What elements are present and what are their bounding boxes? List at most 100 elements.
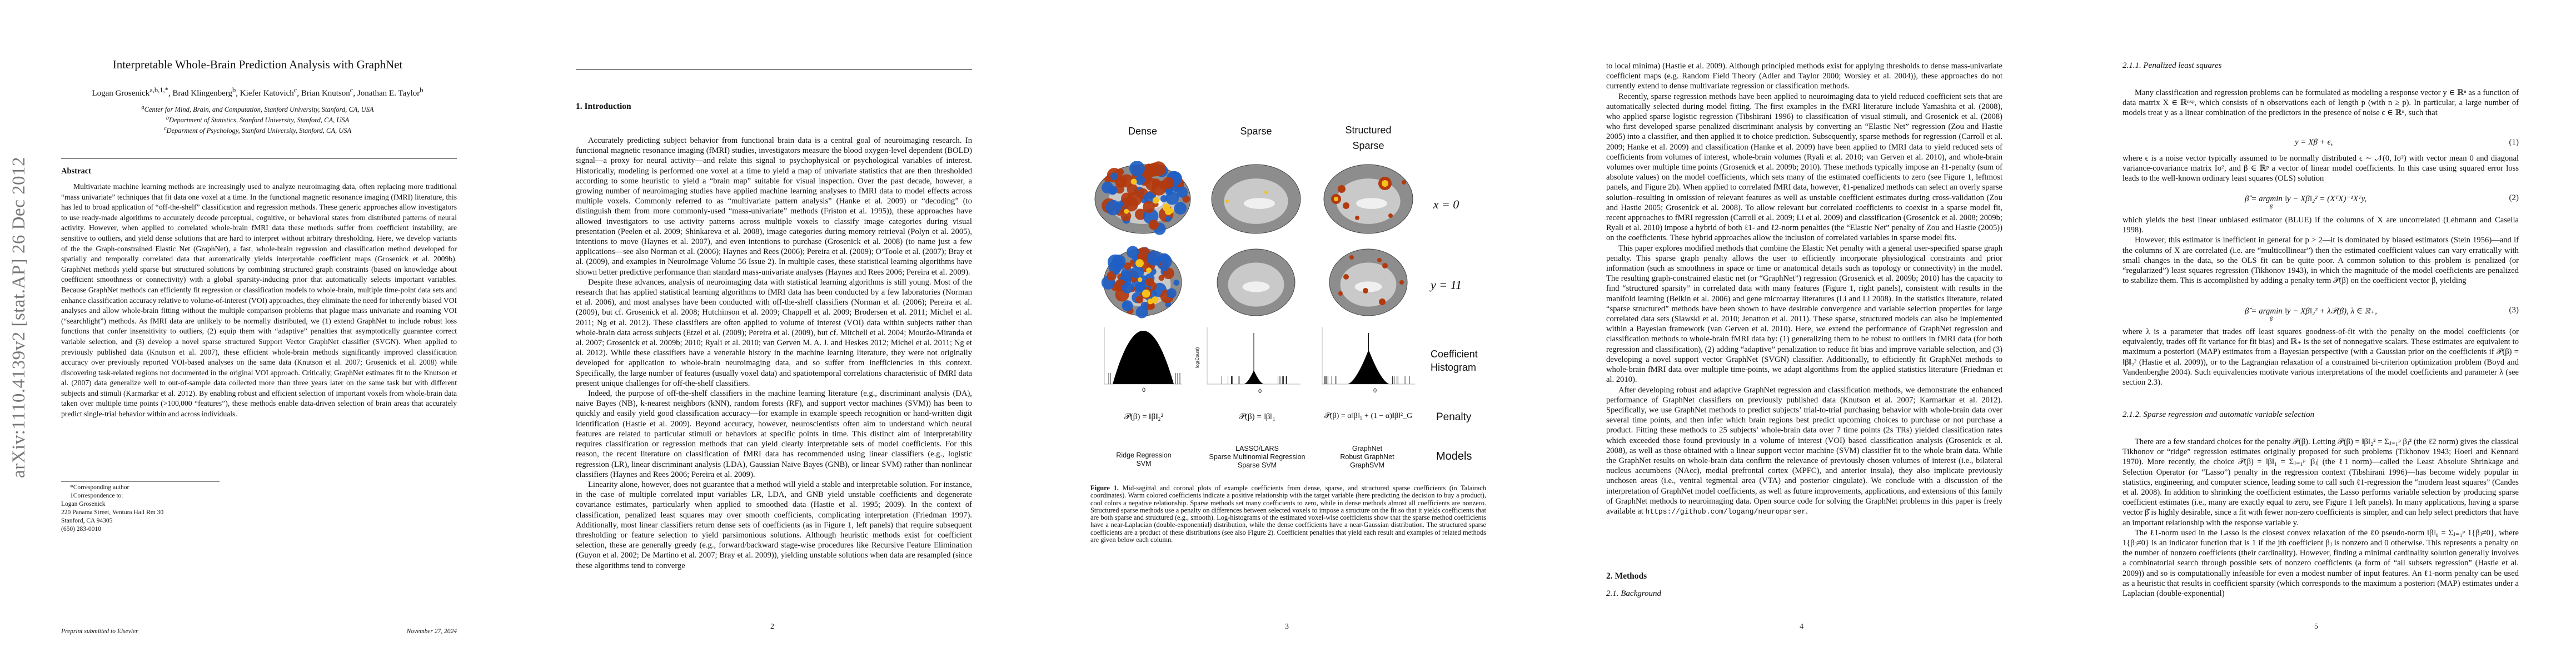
coefficient-blob-hot xyxy=(1334,197,1338,201)
brain-slice-dense xyxy=(1094,161,1191,235)
body-text: Accurately predicting subject behavior f… xyxy=(576,136,972,571)
coefficient-blob xyxy=(1377,258,1382,262)
coefficient-blob xyxy=(1113,267,1120,275)
coefficient-blob xyxy=(1120,174,1134,188)
paragraph: to local minima) (Hastie et al. 2009). A… xyxy=(1606,62,2002,91)
coefficient-blob xyxy=(1124,262,1132,270)
brain-slice-dense xyxy=(1101,246,1182,318)
coefficient-blob xyxy=(1110,172,1118,181)
coefficient-histograms xyxy=(1104,327,1415,385)
ventricle xyxy=(1354,281,1382,292)
footnote: 220 Panama Street, Ventura Hall Rm 30 xyxy=(61,509,164,516)
paragraph: After developing robust and adaptive Gra… xyxy=(1606,385,2002,516)
paragraph: Linearity alone, however, does not guara… xyxy=(576,480,972,570)
coefficient-blob xyxy=(1123,196,1139,212)
coefficient-blob xyxy=(1338,291,1343,296)
coefficient-blob-hot xyxy=(1135,259,1144,268)
coefficient-blob xyxy=(1143,201,1155,213)
histogram-tick-zero: 0 xyxy=(1142,387,1146,394)
coefficient-blob xyxy=(1121,271,1133,282)
body-text: to local minima) (Hastie et al. 2009). A… xyxy=(1606,61,2002,517)
histogram-dense xyxy=(1104,327,1182,385)
author: Kiefer Katovichc xyxy=(240,86,297,98)
footnote: Logan Grosenick xyxy=(61,501,106,507)
column-header-dense: Dense xyxy=(1128,126,1158,137)
footnote: *Corresponding author xyxy=(70,484,129,491)
ventricle xyxy=(1244,198,1275,209)
brain-slice-struct xyxy=(1329,248,1408,316)
affiliation: bDepartment of Statistics, Stanford Univ… xyxy=(166,115,350,125)
section-heading-introduction: 1. Introduction xyxy=(576,102,631,111)
author: Jonathan E. Taylorb xyxy=(357,86,423,98)
penalty-ridge: 𝒫(β) = ‖β‖₂² xyxy=(1124,412,1164,421)
equation-2: β̂ = argmin ‖y − Xβ‖₂² = (XᵀX)⁻¹Xᵀy, β (… xyxy=(2245,193,2519,210)
coefficient-blob xyxy=(1120,211,1132,222)
row-label-penalty: Penalty xyxy=(1436,411,1472,423)
caption-label: Figure 1. xyxy=(1090,484,1119,492)
paragraph: This paper explores modified methods tha… xyxy=(1606,243,2002,385)
coefficient-blob xyxy=(1135,282,1146,293)
coefficient-blob xyxy=(1122,282,1133,293)
paragraph: Accurately predicting subject behavior f… xyxy=(576,136,972,277)
histogram-bars xyxy=(1113,331,1174,384)
subsection-heading-background: 2.1. Background xyxy=(1606,589,1662,598)
coefficient-blob xyxy=(1399,280,1404,285)
row-label-x0: x = 0 xyxy=(1433,197,1459,211)
column-header-structured-sparse: Structured Sparse xyxy=(1345,125,1392,151)
coefficient-blob xyxy=(1165,191,1179,205)
caption-text: Mid-sagittal and coronal plots of exampl… xyxy=(1090,484,1486,544)
footnote: 1Correspondence to: xyxy=(70,492,123,499)
coefficient-blob xyxy=(1135,175,1145,185)
coefficient-blob xyxy=(1148,220,1159,230)
coefficient-blob xyxy=(1144,192,1155,204)
author-list: Logan Grosenicka,b,1,*, Brad Klingenberg… xyxy=(92,86,423,98)
coefficient-blob-hot xyxy=(1146,267,1152,273)
coefficient-blob xyxy=(1176,186,1188,198)
brain-slice-struct xyxy=(1323,164,1413,234)
page-5: 2.1.1. Penalized least squares Many clas… xyxy=(2059,0,2574,667)
page-number: 2 xyxy=(770,623,774,631)
page-3: Dense Sparse Structured Sparse x = 0 y =… xyxy=(1029,0,1544,667)
paragraph: There are a few standard choices for the… xyxy=(2122,437,2519,599)
coefficient-blob-hot xyxy=(1164,207,1173,215)
coefficient-blob xyxy=(1338,185,1346,193)
footnote: (650) 283-0010 xyxy=(61,526,101,532)
coefficient-blob xyxy=(1158,275,1164,281)
coefficient-blob-hot xyxy=(1264,191,1268,194)
subsection-heading-penalized-least-squares: 2.1.1. Penalized least squares xyxy=(2122,61,2222,70)
coefficient-blob-hot xyxy=(1382,180,1388,187)
footnotes: *Corresponding author 1Correspondence to… xyxy=(61,484,163,534)
footnote-rule xyxy=(61,481,220,482)
abstract-text: Multivariate machine learning methods ar… xyxy=(61,182,457,419)
coefficient-blob xyxy=(1127,246,1139,258)
arxiv-stamp: arXiv:1110.4139v2 [stat.AP] 26 Dec 2012 xyxy=(9,157,29,478)
coefficient-blob xyxy=(1160,262,1169,272)
footnote: Stanford, CA 94305 xyxy=(61,517,113,524)
coefficient-blob xyxy=(1343,202,1349,209)
coefficient-blob xyxy=(1102,181,1114,194)
penalty-lasso: 𝒫(β) = ‖β‖₁ xyxy=(1239,412,1275,421)
coefficient-blob xyxy=(1379,298,1386,305)
footer-left: Preprint submitted to Elsevier xyxy=(61,628,138,635)
coefficient-blob xyxy=(1382,263,1388,268)
coefficient-blob xyxy=(1142,163,1157,178)
coefficient-blob xyxy=(1140,301,1148,310)
brain-slice-sparse xyxy=(1211,164,1301,234)
page-number: 5 xyxy=(2314,623,2318,631)
coefficient-blob xyxy=(1159,253,1170,265)
coefficient-blob-hot xyxy=(1225,200,1229,203)
abstract: Multivariate machine learning methods ar… xyxy=(61,182,457,420)
coefficient-blob xyxy=(1402,180,1406,185)
figure-caption: Figure 1. Mid-sagittal and coronal plots… xyxy=(1090,484,1486,544)
coefficient-blob xyxy=(1343,274,1349,280)
author: Brad Klingenbergb xyxy=(172,86,236,98)
code-link[interactable]: https://github.com/logang/neuroparser xyxy=(1645,507,1806,516)
coefficient-blob xyxy=(1115,184,1125,194)
ventricle xyxy=(1356,198,1387,209)
header-rule xyxy=(576,69,972,70)
coefficient-blob-hot xyxy=(1152,197,1159,204)
coefficient-blob xyxy=(1162,177,1174,189)
